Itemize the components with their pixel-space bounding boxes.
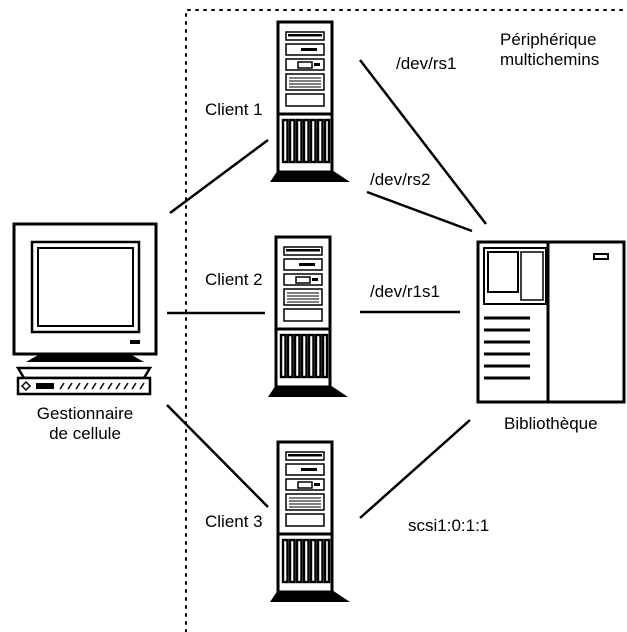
client-2-server [266, 235, 350, 399]
client-2-label: Client 2 [205, 270, 263, 289]
client-1-label: Client 1 [205, 100, 263, 119]
link-manager-client1 [169, 138, 269, 215]
cell-manager-workstation [12, 222, 158, 396]
cell-manager-label-line2: de cellule [49, 424, 121, 443]
path-scsi-label: scsi1:0:1:1 [408, 516, 490, 535]
path-rs1-label: /dev/rs1 [396, 54, 457, 73]
path-r1s1-label: /dev/r1s1 [370, 282, 440, 301]
library-label: Bibliothèque [504, 414, 598, 433]
client-1-server [268, 20, 352, 184]
path-rs2-label: /dev/rs2 [370, 170, 431, 189]
multipath-device-label-line2: multichemins [500, 50, 600, 69]
cell-manager-label-line1: Gestionnaire [36, 404, 134, 423]
link-rs1 [359, 59, 487, 225]
cell-manager-label: Gestionnaire de cellule [14, 404, 156, 444]
multipath-device-label-line1: Périphérique [500, 30, 597, 49]
link-rs2 [366, 190, 473, 233]
connection-lines [166, 59, 487, 519]
multipath-device-label: Périphérique multichemins [500, 30, 599, 70]
link-manager-client3 [166, 404, 269, 508]
client-3-server [268, 440, 352, 604]
link-scsi [359, 419, 471, 519]
client-3-label: Client 3 [205, 512, 263, 531]
library-unit [476, 240, 626, 404]
